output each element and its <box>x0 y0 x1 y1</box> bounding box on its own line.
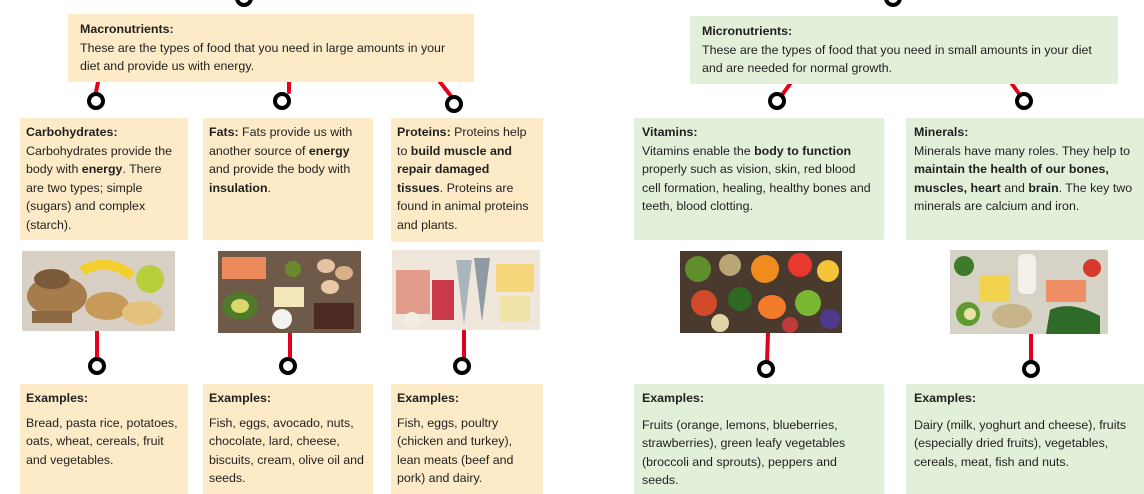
proteins-text: Proteins: Proteins help to build muscle … <box>397 125 529 232</box>
carbohydrates-text: Carbohydrates provide the body with ener… <box>26 143 173 232</box>
carbohydrates-food-image <box>22 251 175 331</box>
macronutrients-title: Macronutrients: <box>80 22 174 36</box>
connector-line <box>1010 82 1022 97</box>
vitamins-title: Vitamins: <box>642 125 698 139</box>
connector-node <box>279 357 297 375</box>
carbohydrates-title: Carbohydrates: <box>26 125 118 139</box>
connector-node <box>87 92 105 110</box>
minerals-examples-box: Examples: Dairy (milk, yoghurt and chees… <box>906 384 1144 494</box>
connector-node <box>884 0 902 7</box>
fats-text: Fats: Fats provide us with another sourc… <box>209 125 353 195</box>
fats-box: Fats: Fats provide us with another sourc… <box>203 118 373 240</box>
vitamins-examples-title: Examples: <box>642 391 704 405</box>
connector-node <box>768 92 786 110</box>
micronutrients-title: Micronutrients: <box>702 24 793 38</box>
connector-line <box>765 331 770 364</box>
fats-food-image <box>218 251 361 333</box>
micronutrients-box: Micronutrients: These are the types of f… <box>690 16 1118 84</box>
fats-examples-box: Examples: Fish, eggs, avocado, nuts, cho… <box>203 384 373 494</box>
micronutrients-text: These are the types of food that you nee… <box>702 42 1092 76</box>
connector-node <box>453 357 471 375</box>
fats-examples-text: Fish, eggs, avocado, nuts, chocolate, la… <box>209 415 364 486</box>
vitamins-box: Vitamins: Vitamins enable the body to fu… <box>634 118 884 240</box>
connector-node <box>235 0 253 7</box>
minerals-title: Minerals: <box>914 125 969 139</box>
connector-line <box>438 80 453 98</box>
connector-node <box>273 92 291 110</box>
vitamins-food-image <box>680 251 842 333</box>
carbohydrates-box: Carbohydrates: Carbohydrates provide the… <box>20 118 188 240</box>
connector-node <box>757 360 775 378</box>
vitamins-examples-box: Examples: Fruits (orange, lemons, bluebe… <box>634 384 884 494</box>
macronutrients-box: Macronutrients: These are the types of f… <box>68 14 474 82</box>
vitamins-text: Vitamins enable the body to function pro… <box>642 143 871 214</box>
minerals-text: Minerals have many roles. They help to m… <box>914 143 1133 214</box>
minerals-box: Minerals: Minerals have many roles. They… <box>906 118 1144 240</box>
vitamins-examples-text: Fruits (orange, lemons, blueberries, str… <box>642 417 846 488</box>
minerals-food-image <box>950 250 1108 334</box>
macronutrients-text: These are the types of food that you nee… <box>80 40 446 74</box>
minerals-examples-title: Examples: <box>914 391 976 405</box>
proteins-examples-text: Fish, eggs, poultry (chicken and turkey)… <box>397 415 514 486</box>
fats-examples-title: Examples: <box>209 391 271 405</box>
connector-node <box>445 95 463 113</box>
proteins-title: Proteins: <box>397 125 451 139</box>
carbohydrates-examples-title: Examples: <box>26 391 88 405</box>
connector-node <box>1022 360 1040 378</box>
connector-line <box>94 80 100 94</box>
proteins-box: Proteins: Proteins help to build muscle … <box>391 118 543 242</box>
proteins-examples-box: Examples: Fish, eggs, poultry (chicken a… <box>391 384 543 494</box>
fats-title: Fats: <box>209 125 239 139</box>
connector-line <box>780 82 792 97</box>
proteins-examples-title: Examples: <box>397 391 459 405</box>
carbohydrates-examples-text: Bread, pasta rice, potatoes, oats, wheat… <box>26 415 178 467</box>
carbohydrates-examples-box: Examples: Bread, pasta rice, potatoes, o… <box>20 384 188 494</box>
proteins-food-image <box>392 250 540 330</box>
minerals-examples-text: Dairy (milk, yoghurt and cheese), fruits… <box>914 417 1127 469</box>
connector-node <box>1015 92 1033 110</box>
connector-node <box>88 357 106 375</box>
